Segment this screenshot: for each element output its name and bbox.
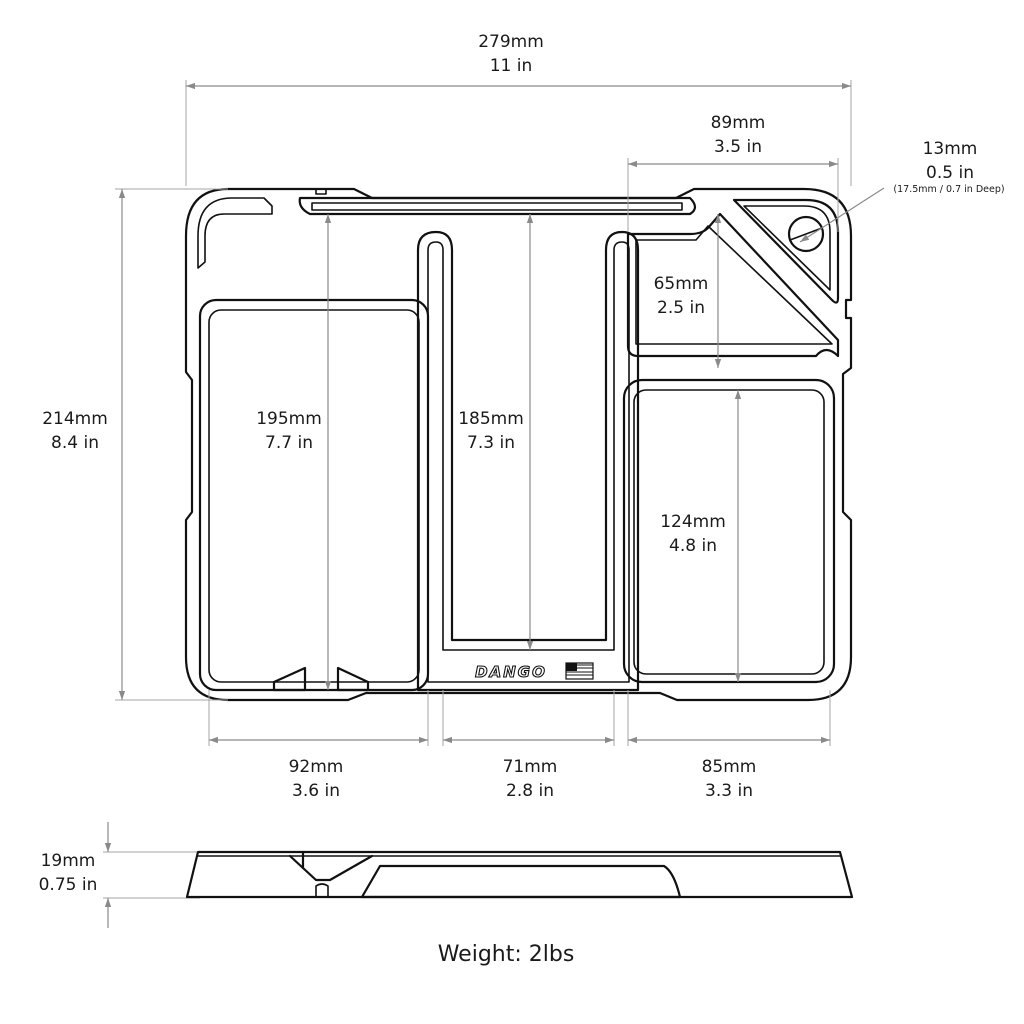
flag-icon bbox=[565, 662, 594, 680]
label-left-length-in: 7.7 in bbox=[265, 433, 313, 453]
labels: 279mm 11 in 89mm 3.5 in 13mm 0.5 in (17.… bbox=[39, 32, 1005, 967]
tray-top-view: DANGO bbox=[184, 187, 853, 702]
left-bin-inner bbox=[208, 309, 420, 683]
label-middle-length-in: 7.3 in bbox=[467, 433, 515, 453]
label-hole-mm: 13mm bbox=[923, 139, 978, 159]
label-weight: Weight: 2lbs bbox=[438, 942, 575, 967]
side-notch bbox=[315, 883, 329, 897]
hole-slash bbox=[789, 227, 823, 241]
label-corner-width-in: 3.5 in bbox=[714, 137, 762, 157]
tray-side-view bbox=[185, 850, 854, 899]
top-notch bbox=[315, 189, 327, 195]
label-corner-height-mm: 65mm bbox=[654, 274, 709, 294]
label-left-width-in: 3.6 in bbox=[292, 781, 340, 801]
right-bin-outer bbox=[622, 378, 836, 684]
left-bin-bottom-notch bbox=[272, 666, 370, 692]
triangle-block bbox=[732, 198, 840, 304]
top-slot bbox=[298, 196, 697, 216]
label-middle-length-mm: 185mm bbox=[458, 409, 524, 429]
label-overall-height-mm: 214mm bbox=[42, 409, 108, 429]
left-bin-outer bbox=[198, 298, 430, 692]
label-middle-width-mm: 71mm bbox=[503, 757, 558, 777]
tray-outer-outline bbox=[184, 187, 853, 702]
dimension-lines bbox=[104, 82, 885, 928]
label-thickness-in: 0.75 in bbox=[39, 875, 98, 895]
label-right-length-mm: 124mm bbox=[660, 512, 726, 532]
top-slot-inner bbox=[311, 202, 683, 211]
label-right-length-in: 4.8 in bbox=[669, 536, 717, 556]
label-right-width-mm: 85mm bbox=[702, 757, 757, 777]
side-outline bbox=[185, 850, 854, 899]
label-hole-depth: (17.5mm / 0.7 in Deep) bbox=[893, 184, 1004, 195]
label-overall-width-mm: 279mm bbox=[478, 32, 544, 52]
triangle-block-inner bbox=[743, 205, 831, 291]
extension-lines bbox=[103, 80, 852, 899]
label-overall-height-in: 8.4 in bbox=[51, 433, 99, 453]
label-right-width-in: 3.3 in bbox=[705, 781, 753, 801]
brand-logo: DANGO bbox=[475, 663, 547, 681]
corner-pocket-inner bbox=[635, 225, 833, 345]
label-left-length-mm: 195mm bbox=[256, 409, 322, 429]
label-hole-in: 0.5 in bbox=[926, 163, 974, 183]
right-bin-inner bbox=[633, 389, 825, 675]
middle-bin-outer bbox=[416, 230, 640, 692]
label-overall-width-in: 11 in bbox=[490, 56, 533, 76]
dim-hole-leader bbox=[799, 187, 885, 243]
label-corner-width-mm: 89mm bbox=[711, 113, 766, 133]
label-middle-width-in: 2.8 in bbox=[506, 781, 554, 801]
side-pocket bbox=[360, 864, 682, 899]
side-channel bbox=[288, 850, 374, 882]
label-left-width-mm: 92mm bbox=[289, 757, 344, 777]
label-corner-height-in: 2.5 in bbox=[657, 298, 705, 318]
tray-inner-rim bbox=[197, 197, 273, 269]
label-thickness-mm: 19mm bbox=[41, 851, 96, 871]
corner-pocket bbox=[626, 212, 840, 358]
hole bbox=[787, 215, 825, 253]
middle-bin-inner bbox=[427, 241, 630, 683]
